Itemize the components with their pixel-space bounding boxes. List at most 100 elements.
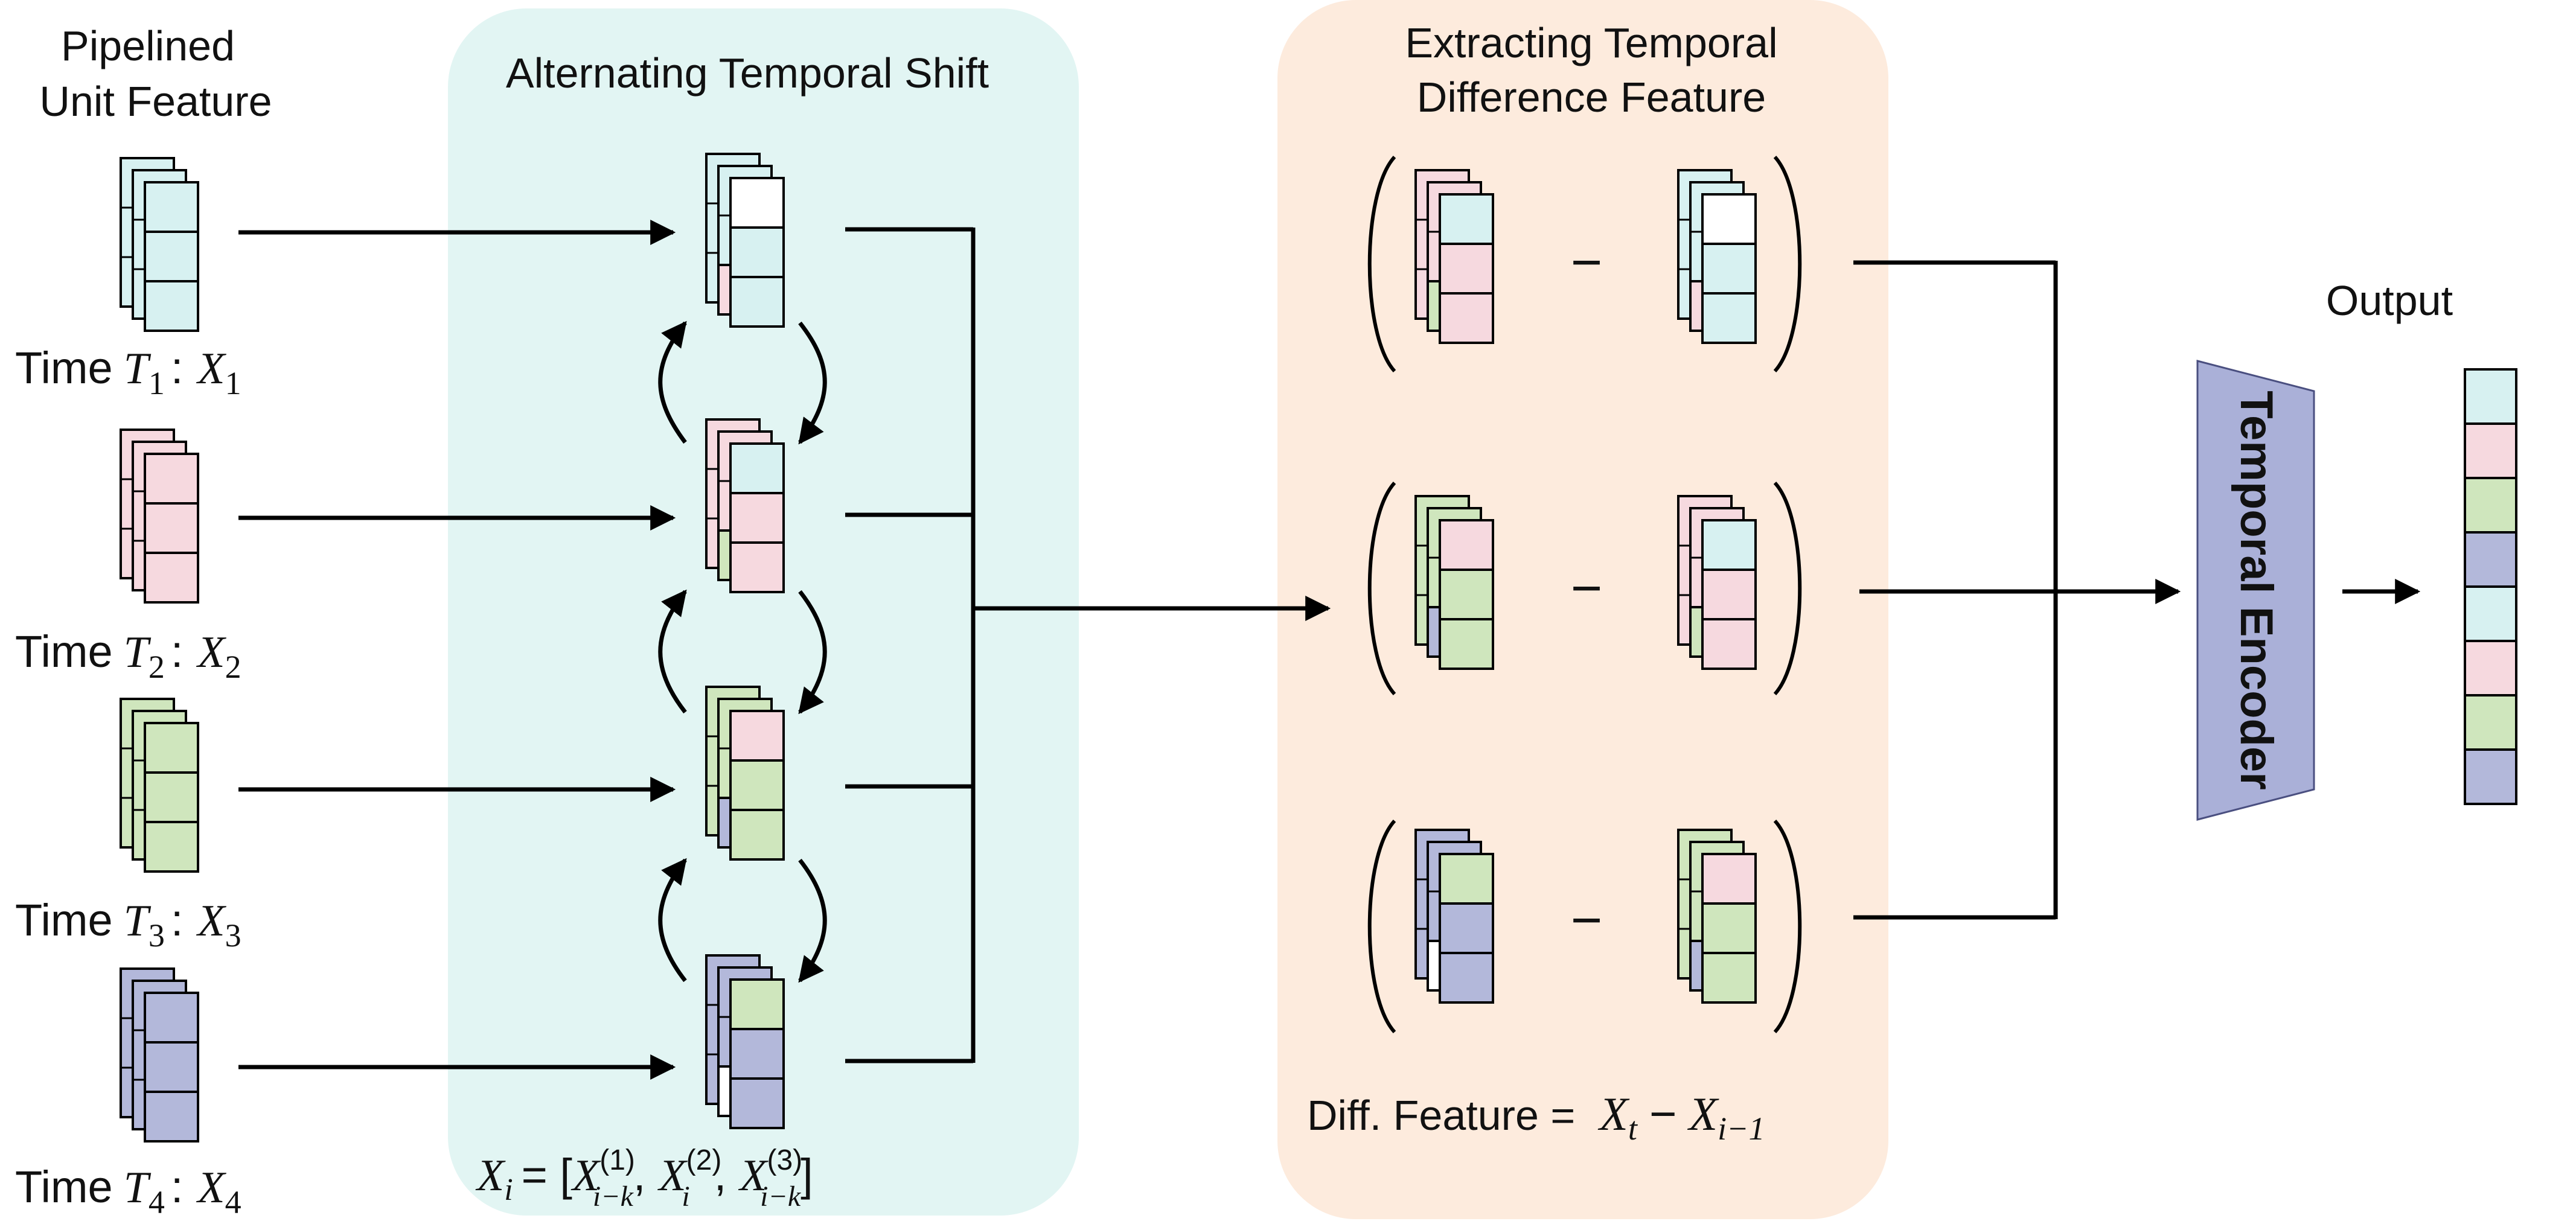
input-stack-4	[120, 967, 199, 1143]
output-cell-3	[2464, 477, 2517, 534]
diff-brackets	[1367, 155, 1802, 1034]
input-stack-2-cell	[144, 502, 199, 554]
diff-right-stack-2-cell	[1701, 569, 1757, 620]
shifted-stack-2-edge-cell	[717, 529, 732, 581]
shifted-stack-2-cell	[729, 442, 785, 494]
shift-panel	[448, 8, 1079, 1216]
output-title: Output	[2326, 277, 2453, 324]
swap-arrow-left-1	[658, 320, 687, 444]
input-title-line1: Pipelined	[61, 22, 235, 69]
shifted-stack-3	[705, 686, 785, 861]
input-stack-1-cell	[144, 181, 199, 233]
shifted-stack-4-cell	[729, 1077, 785, 1129]
input-stack-4-cell	[144, 992, 199, 1044]
diff-left-stack-2-cell	[1439, 519, 1494, 571]
input-feature-stacks	[120, 157, 199, 1143]
shifted-stack-3-cell	[729, 809, 785, 861]
shifted-stack-2-cell	[729, 541, 785, 593]
shifted-stack-1-cell	[729, 177, 785, 229]
difference-feature-stacks	[1414, 169, 1757, 1004]
diff-right-stack-1-cell	[1701, 243, 1757, 295]
diff-left-stack-3-cell	[1439, 952, 1494, 1004]
output-cell-6	[2464, 640, 2517, 696]
diff-left-stack-3	[1414, 829, 1494, 1004]
shifted-stack-3-edge-cell	[717, 797, 732, 849]
diff-right-stack-1-cell	[1701, 292, 1757, 344]
shifted-stack-4	[705, 954, 785, 1129]
diff-left-stack-3-cell	[1439, 853, 1494, 905]
diff-left-stack-3-cell	[1439, 902, 1494, 954]
input-stack-4-cell	[144, 1041, 199, 1093]
diff-left-stack-3-edge-cell	[1427, 940, 1441, 992]
output-cell-8	[2464, 748, 2517, 805]
diff-left-stack-2-edge-cell	[1427, 606, 1441, 658]
diff-right-stack-1-cell	[1701, 193, 1757, 245]
output-cell-7	[2464, 694, 2517, 751]
output-cell-5	[2464, 585, 2517, 642]
diff-right-stack-2-cell	[1701, 519, 1757, 571]
swap-arrow-left-3	[658, 858, 687, 983]
swap-arrow-right-2	[798, 590, 827, 715]
diff-right-stack-1-edge-cell	[1689, 280, 1704, 332]
shifted-stack-4-cell	[729, 978, 785, 1030]
diff-right-stack-2	[1677, 495, 1757, 670]
input-stack-1-cell	[144, 231, 199, 282]
shift-swap-arrows	[658, 320, 827, 983]
output-cell-2	[2464, 422, 2517, 479]
diff-right-stack-3	[1677, 829, 1757, 1004]
shift-formula: Xi= [X(1)i−k,X(2)i,X(3)i−k]	[475, 1144, 813, 1213]
input-stack-1	[120, 157, 199, 332]
diff-left-stack-1	[1414, 169, 1494, 344]
diff-right-stack-2-edge-cell	[1689, 606, 1704, 658]
diff-left-stack-2	[1414, 495, 1494, 670]
input-arrows	[238, 220, 676, 1080]
diff-formula: Diff. Feature =Xt−Xi−1	[1307, 1087, 1765, 1147]
diff-right-stack-3-cell	[1701, 853, 1757, 905]
diff-right-stack-3-cell	[1701, 902, 1757, 954]
diff-right-stack-1	[1677, 169, 1757, 344]
shifted-stack-2-cell	[729, 492, 785, 544]
bracket-1-right	[1773, 155, 1802, 373]
shifted-stack-1-edge-cell	[717, 264, 732, 316]
diff-minus-2: −	[1571, 558, 1603, 619]
shift-merge-connector	[845, 227, 1331, 1063]
shifted-stack-1-cell	[729, 226, 785, 278]
shifted-feature-stacks	[705, 153, 785, 1129]
diff-right-stack-3-cell	[1701, 952, 1757, 1004]
bracket-2-right	[1773, 481, 1802, 696]
temporal-encoder	[2196, 360, 2315, 821]
diff-minus-3: −	[1571, 890, 1603, 951]
shifted-stack-1-cell	[729, 276, 785, 328]
input-stack-3	[120, 698, 199, 873]
diff-left-stack-1-cell	[1439, 292, 1494, 344]
input-stack-3-cell	[144, 722, 199, 774]
diff-left-stack-1-cell	[1439, 243, 1494, 295]
bracket-3-left	[1367, 819, 1396, 1034]
diff-left-stack-2-cell	[1439, 618, 1494, 670]
input-stack-2-cell	[144, 453, 199, 505]
diff-left-stack-1-edge-cell	[1427, 280, 1441, 332]
diff-title-line2: Difference Feature	[1417, 74, 1766, 121]
diff-title-line1: Extracting Temporal	[1405, 19, 1777, 66]
input-stack-2	[120, 429, 199, 604]
diff-minus-1: −	[1571, 232, 1603, 293]
diff-merge-connector	[1853, 260, 2421, 920]
shifted-stack-3-cell	[729, 759, 785, 811]
swap-arrow-left-2	[658, 589, 687, 714]
bracket-2-left	[1367, 481, 1396, 696]
input-title-line2: Unit Feature	[39, 78, 272, 125]
shifted-stack-4-edge-cell	[717, 1065, 732, 1117]
output-vector	[2464, 368, 2517, 805]
diff-right-stack-2-cell	[1701, 618, 1757, 670]
shift-panel-title: Alternating Temporal Shift	[506, 49, 989, 97]
input-stack-2-cell	[144, 552, 199, 604]
input-stack-1-cell	[144, 280, 199, 332]
output-cell-1	[2464, 368, 2517, 425]
input-stack-3-cell	[144, 821, 199, 873]
shifted-stack-1	[705, 153, 785, 328]
